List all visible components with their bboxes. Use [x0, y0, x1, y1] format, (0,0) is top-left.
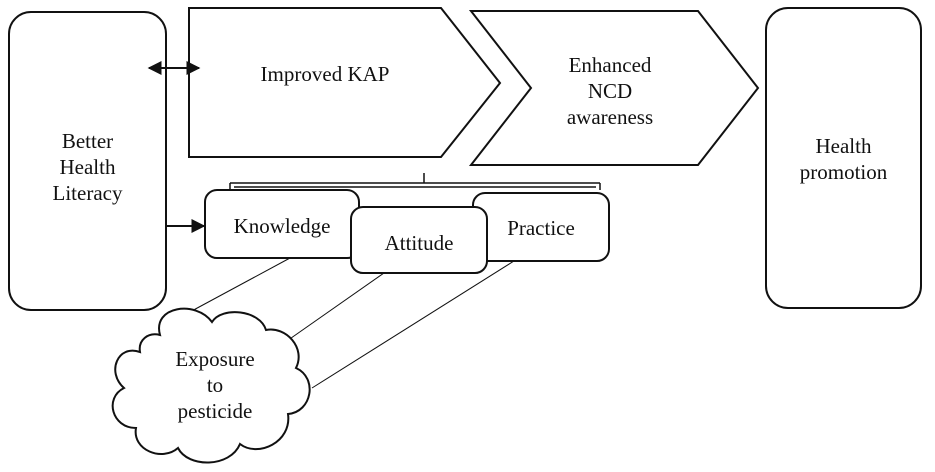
exposure-to-pesticide-cloud: [111, 307, 311, 464]
better-health-literacy-label: Better Health Literacy: [52, 129, 123, 205]
improved-kap-chevron: [188, 7, 502, 158]
kap-bracket: [229, 173, 601, 190]
enhanced-ncd-awareness-chevron: [468, 10, 760, 166]
exposure-to-pesticide-label: Exposure to pesticide: [175, 347, 255, 423]
attitude-box: [350, 206, 488, 274]
improved-kap-label: Improved KAP: [260, 62, 390, 86]
knowledge-label: Knowledge: [233, 214, 331, 238]
health-promotion-box: [765, 7, 922, 309]
better-health-literacy-box: [8, 11, 167, 311]
practice-label: Practice: [507, 216, 575, 240]
pesticide-link-lines: [187, 257, 515, 389]
enhanced-ncd-awareness-label: Enhanced NCD awareness: [566, 53, 654, 129]
attitude-label: Attitude: [384, 231, 454, 255]
health-promotion-label: Health promotion: [799, 134, 888, 184]
